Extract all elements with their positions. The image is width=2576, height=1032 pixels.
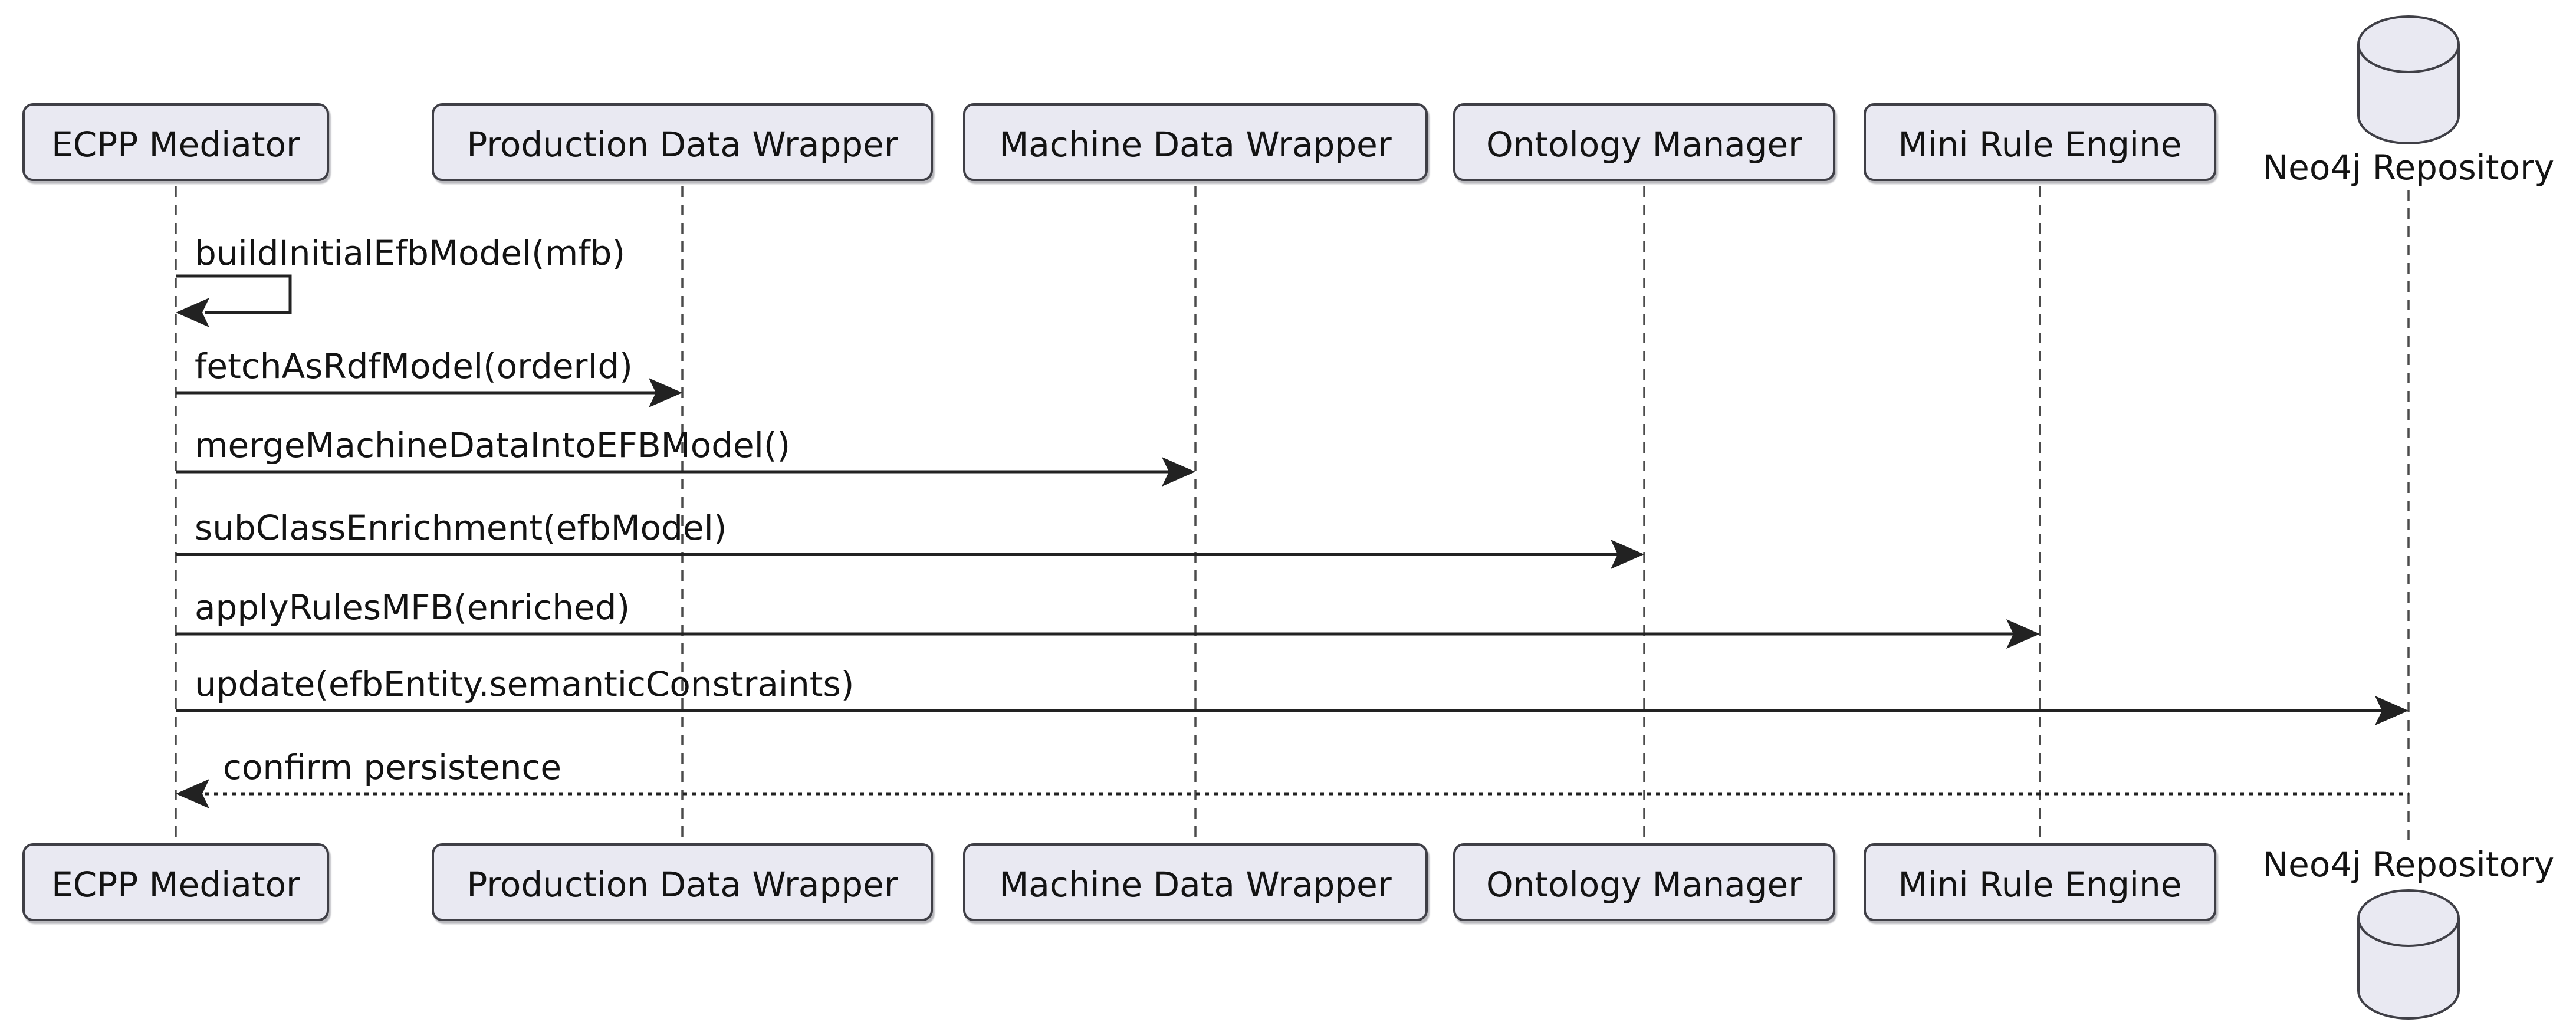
message-label-update-semantic-constraints: update(efbEntity.semanticConstraints) <box>195 664 855 704</box>
arrowhead-right-icon <box>649 378 682 407</box>
arrowhead-right-icon <box>1162 457 1195 487</box>
participant-box-ontology-manager: Ontology Manager <box>1453 103 1835 181</box>
database-cylinder-icon <box>2357 889 2460 1020</box>
message-label-fetch-as-rdf-model: fetchAsRdfModel(orderId) <box>195 346 633 386</box>
participant-box-ecpp-mediator: ECPP Mediator <box>22 843 329 921</box>
participant-box-machine-data-wrapper: Machine Data Wrapper <box>963 843 1428 921</box>
arrowhead-left-icon <box>176 779 209 808</box>
participant-box-production-data-wrapper: Production Data Wrapper <box>432 103 933 181</box>
participant-box-production-data-wrapper: Production Data Wrapper <box>432 843 933 921</box>
participant-box-ecpp-mediator: ECPP Mediator <box>22 103 329 181</box>
message-line-self-build-initial-efb-model <box>176 274 292 314</box>
arrowhead-right-icon <box>2375 696 2409 725</box>
participant-box-mini-rule-engine: Mini Rule Engine <box>1864 843 2216 921</box>
arrowhead-right-icon <box>2006 619 2040 649</box>
message-label-subclass-enrichment: subClassEnrichment(efbModel) <box>195 508 727 548</box>
message-label-merge-machine-data: mergeMachineDataIntoEFBModel() <box>195 425 791 465</box>
arrowhead-left-icon <box>176 298 209 327</box>
participant-box-ontology-manager: Ontology Manager <box>1453 843 1835 921</box>
participant-box-mini-rule-engine: Mini Rule Engine <box>1864 103 2216 181</box>
message-label-confirm-persistence: confirm persistence <box>223 747 562 787</box>
participant-label-neo4j-repository: Neo4j Repository <box>2262 844 2555 885</box>
database-cylinder-icon <box>2357 15 2460 144</box>
arrowhead-right-icon <box>1611 540 1644 569</box>
participant-label-neo4j-repository: Neo4j Repository <box>2262 147 2555 188</box>
participant-box-machine-data-wrapper: Machine Data Wrapper <box>963 103 1428 181</box>
message-label-build-initial-efb-model: buildInitialEfbModel(mfb) <box>195 233 626 273</box>
message-label-apply-rules-mfb: applyRulesMFB(enriched) <box>195 587 630 627</box>
